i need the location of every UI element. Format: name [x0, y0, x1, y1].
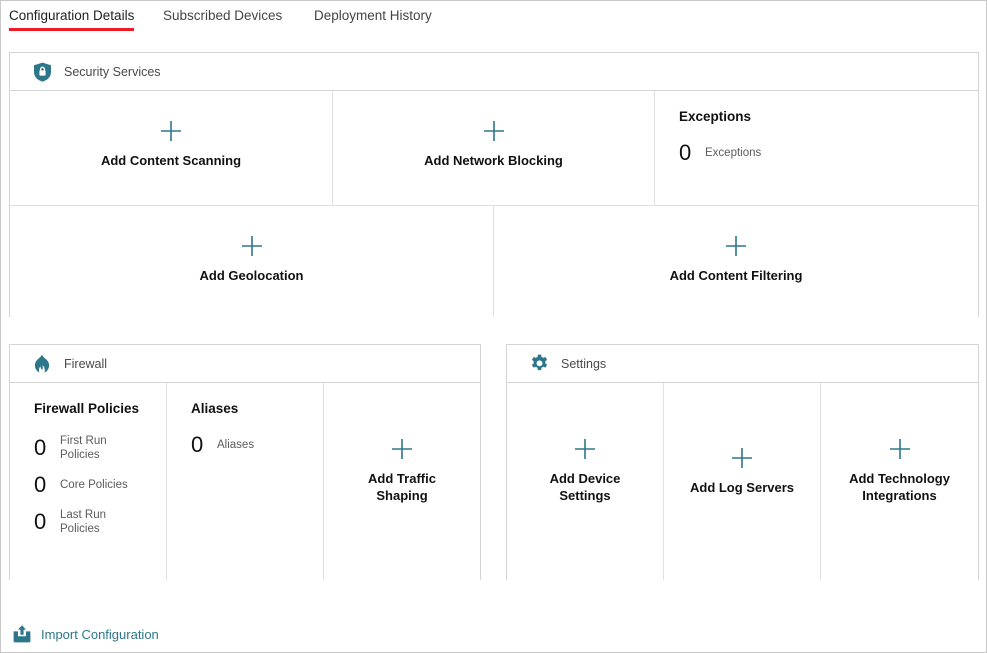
tile-add-device-settings[interactable]: Add Device Settings [507, 383, 664, 580]
active-tab-underline [9, 28, 135, 31]
panel-title: Security Services [64, 64, 161, 79]
tile-add-network-blocking[interactable]: Add Network Blocking [333, 91, 655, 206]
plus-icon [241, 235, 263, 257]
panel-security-services-header: Security Services [10, 53, 978, 91]
import-configuration-label: Import Configuration [41, 626, 159, 642]
tile-aliases[interactable]: Aliases 0 Aliases [167, 383, 324, 580]
plus-icon [160, 120, 182, 142]
panel-title: Firewall [64, 356, 108, 371]
plus-icon [483, 120, 505, 142]
panel-settings: Settings Add Device Settings Add Log Ser… [506, 344, 979, 580]
tile-label: Add Content Scanning [100, 153, 242, 168]
stat-label: Exceptions [705, 146, 762, 159]
tab-label: Subscribed Devices [163, 8, 283, 23]
plus-icon [391, 438, 413, 460]
stat-value: 0 [191, 432, 204, 457]
plus-icon [725, 235, 747, 257]
flame-icon [32, 354, 52, 374]
stat-row-first-run-policies: 0 First Run Policies [34, 434, 166, 462]
gear-icon [529, 354, 549, 374]
stat-title: Firewall Policies [34, 401, 140, 416]
tile-label: Add Log Servers [689, 480, 795, 495]
stat-label: Last Run Policies [60, 509, 107, 536]
tab-label: Configuration Details [9, 8, 135, 23]
stat-title: Aliases [191, 401, 239, 416]
import-configuration-link[interactable]: Import Configuration [11, 623, 159, 645]
tile-firewall-policies[interactable]: Firewall Policies 0 First Run Policies 0… [10, 383, 167, 580]
panel-title: Settings [561, 356, 607, 371]
tile-add-log-servers[interactable]: Add Log Servers [664, 383, 821, 580]
tile-add-content-scanning[interactable]: Add Content Scanning [10, 91, 333, 206]
stat-row-last-run-policies: 0 Last Run Policies [34, 508, 166, 536]
stat-value: 0 [679, 140, 692, 165]
tab-deployment-history[interactable]: Deployment History [314, 8, 432, 28]
tile-label: Add Device Settings [549, 471, 621, 504]
tile-exceptions[interactable]: Exceptions 0 Exceptions [655, 91, 978, 206]
shield-lock-icon [32, 62, 52, 82]
tab-configuration-details[interactable]: Configuration Details [9, 8, 135, 31]
stat-label: Aliases [217, 438, 255, 451]
stat-value: 0 [34, 509, 47, 535]
stat-title: Exceptions [679, 109, 752, 124]
tile-label: Add Traffic Shaping [368, 471, 436, 504]
stat-value: 0 [34, 435, 47, 461]
tile-add-traffic-shaping[interactable]: Add Traffic Shaping [324, 383, 480, 580]
plus-icon [889, 438, 911, 460]
tile-label: Add Content Filtering [669, 268, 803, 283]
tab-label: Deployment History [314, 8, 432, 23]
tab-bar: Configuration Details Subscribed Devices… [1, 1, 987, 34]
stat-row-aliases: 0 Aliases [191, 434, 323, 456]
tab-subscribed-devices[interactable]: Subscribed Devices [163, 8, 282, 28]
tile-add-content-filtering[interactable]: Add Content Filtering [494, 206, 978, 317]
tile-label: Add Network Blocking [424, 153, 563, 168]
panel-settings-header: Settings [507, 345, 978, 383]
plus-icon [574, 438, 596, 460]
tile-add-technology-integrations[interactable]: Add Technology Integrations [821, 383, 978, 580]
stat-row-exceptions: 0 Exceptions [679, 142, 978, 164]
plus-icon [731, 447, 753, 469]
upload-icon [11, 623, 33, 645]
panel-firewall-header: Firewall [10, 345, 480, 383]
panel-firewall: Firewall Firewall Policies 0 First Run P… [9, 344, 481, 580]
tile-add-geolocation[interactable]: Add Geolocation [10, 206, 494, 317]
stat-label: Core Policies [60, 479, 128, 492]
tile-label: Add Technology Integrations [849, 471, 950, 504]
panel-security-services: Security Services Add Content Scanning A… [9, 52, 979, 317]
stat-label: First Run Policies [60, 435, 107, 462]
stat-value: 0 [34, 472, 47, 498]
stat-row-core-policies: 0 Core Policies [34, 474, 166, 496]
tile-label: Add Geolocation [199, 268, 304, 283]
